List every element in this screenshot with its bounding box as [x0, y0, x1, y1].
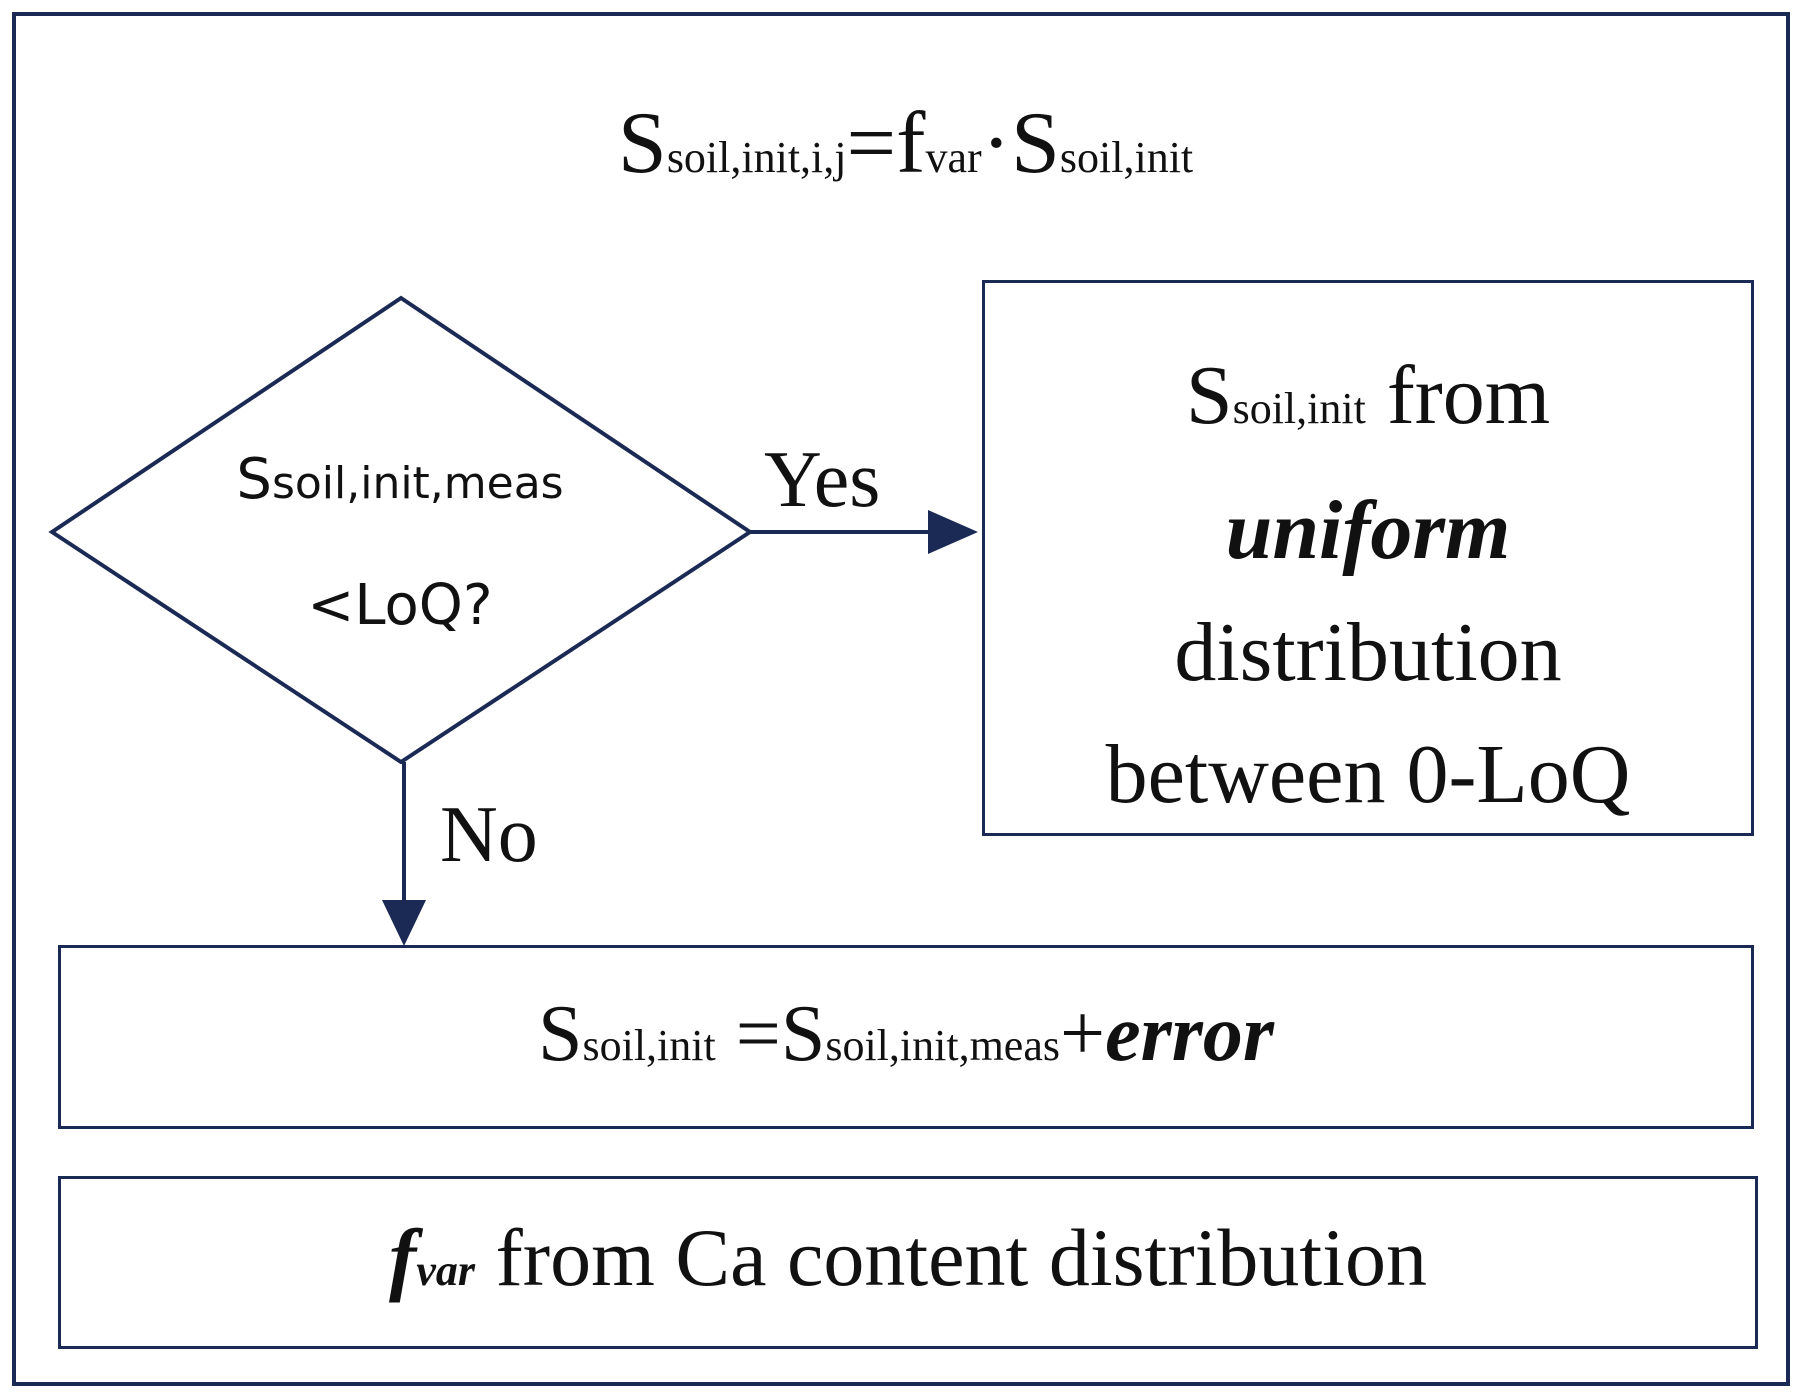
diagram-frame [12, 12, 1790, 1386]
yes-arrowhead [928, 510, 978, 554]
fvar-subscript: var [416, 1246, 475, 1295]
error-s1-subscript: soil,init [582, 1021, 716, 1070]
error-equals-s: =S [715, 990, 826, 1078]
uniform-distribution-word: distribution [1174, 606, 1562, 699]
error-s1: S [537, 990, 583, 1078]
decision-question: <LoQ? [307, 573, 493, 638]
uniform-distribution-box: Ssoil,init from uniform distribution bet… [982, 280, 1754, 836]
decision-diamond [48, 295, 754, 765]
decision-s-subscript: soil,init,meas [271, 458, 564, 509]
formula-dot-s: ·S [981, 95, 1060, 192]
formula-equals-f: =f [846, 95, 926, 192]
measured-plus-error-box: Ssoil,init =Ssoil,init,meas+error [58, 945, 1754, 1129]
formula-s-subscript: soil,init,i,j [666, 133, 847, 182]
uniform-from: from [1365, 349, 1551, 442]
yes-label: Yes [764, 436, 881, 524]
fvar-rest: from Ca content distribution [475, 1212, 1427, 1303]
fvar-f: f [389, 1212, 417, 1303]
uniform-between: between 0-LoQ [1105, 728, 1631, 821]
formula-rhs-subscript: soil,init [1059, 133, 1194, 182]
fvar-box: fvar from Ca content distribution [58, 1176, 1758, 1349]
uniform-word: uniform [1225, 484, 1511, 577]
formula-s: S [617, 95, 667, 192]
error-plus: + [1059, 990, 1106, 1078]
decision-line-1: Ssoil,init,meas [200, 452, 600, 508]
formula-f-subscript: var [925, 133, 982, 182]
error-box-text: Ssoil,init =Ssoil,init,meas+error [61, 994, 1751, 1074]
uniform-box-text: Ssoil,init from uniform distribution bet… [985, 335, 1751, 836]
top-formula: Ssoil,init,i,j=fvar·Ssoil,init [0, 100, 1811, 188]
no-arrowhead [382, 900, 426, 946]
fvar-box-text: fvar from Ca content distribution [61, 1217, 1755, 1299]
no-label: No [440, 791, 538, 879]
error-word: error [1105, 990, 1275, 1078]
error-s2-subscript: soil,init,meas [825, 1021, 1060, 1070]
uniform-s: S [1185, 349, 1233, 442]
uniform-line-1: Ssoil,init from [985, 335, 1751, 470]
decision-s: S [236, 447, 272, 512]
uniform-s-subscript: soil,init [1232, 384, 1366, 433]
